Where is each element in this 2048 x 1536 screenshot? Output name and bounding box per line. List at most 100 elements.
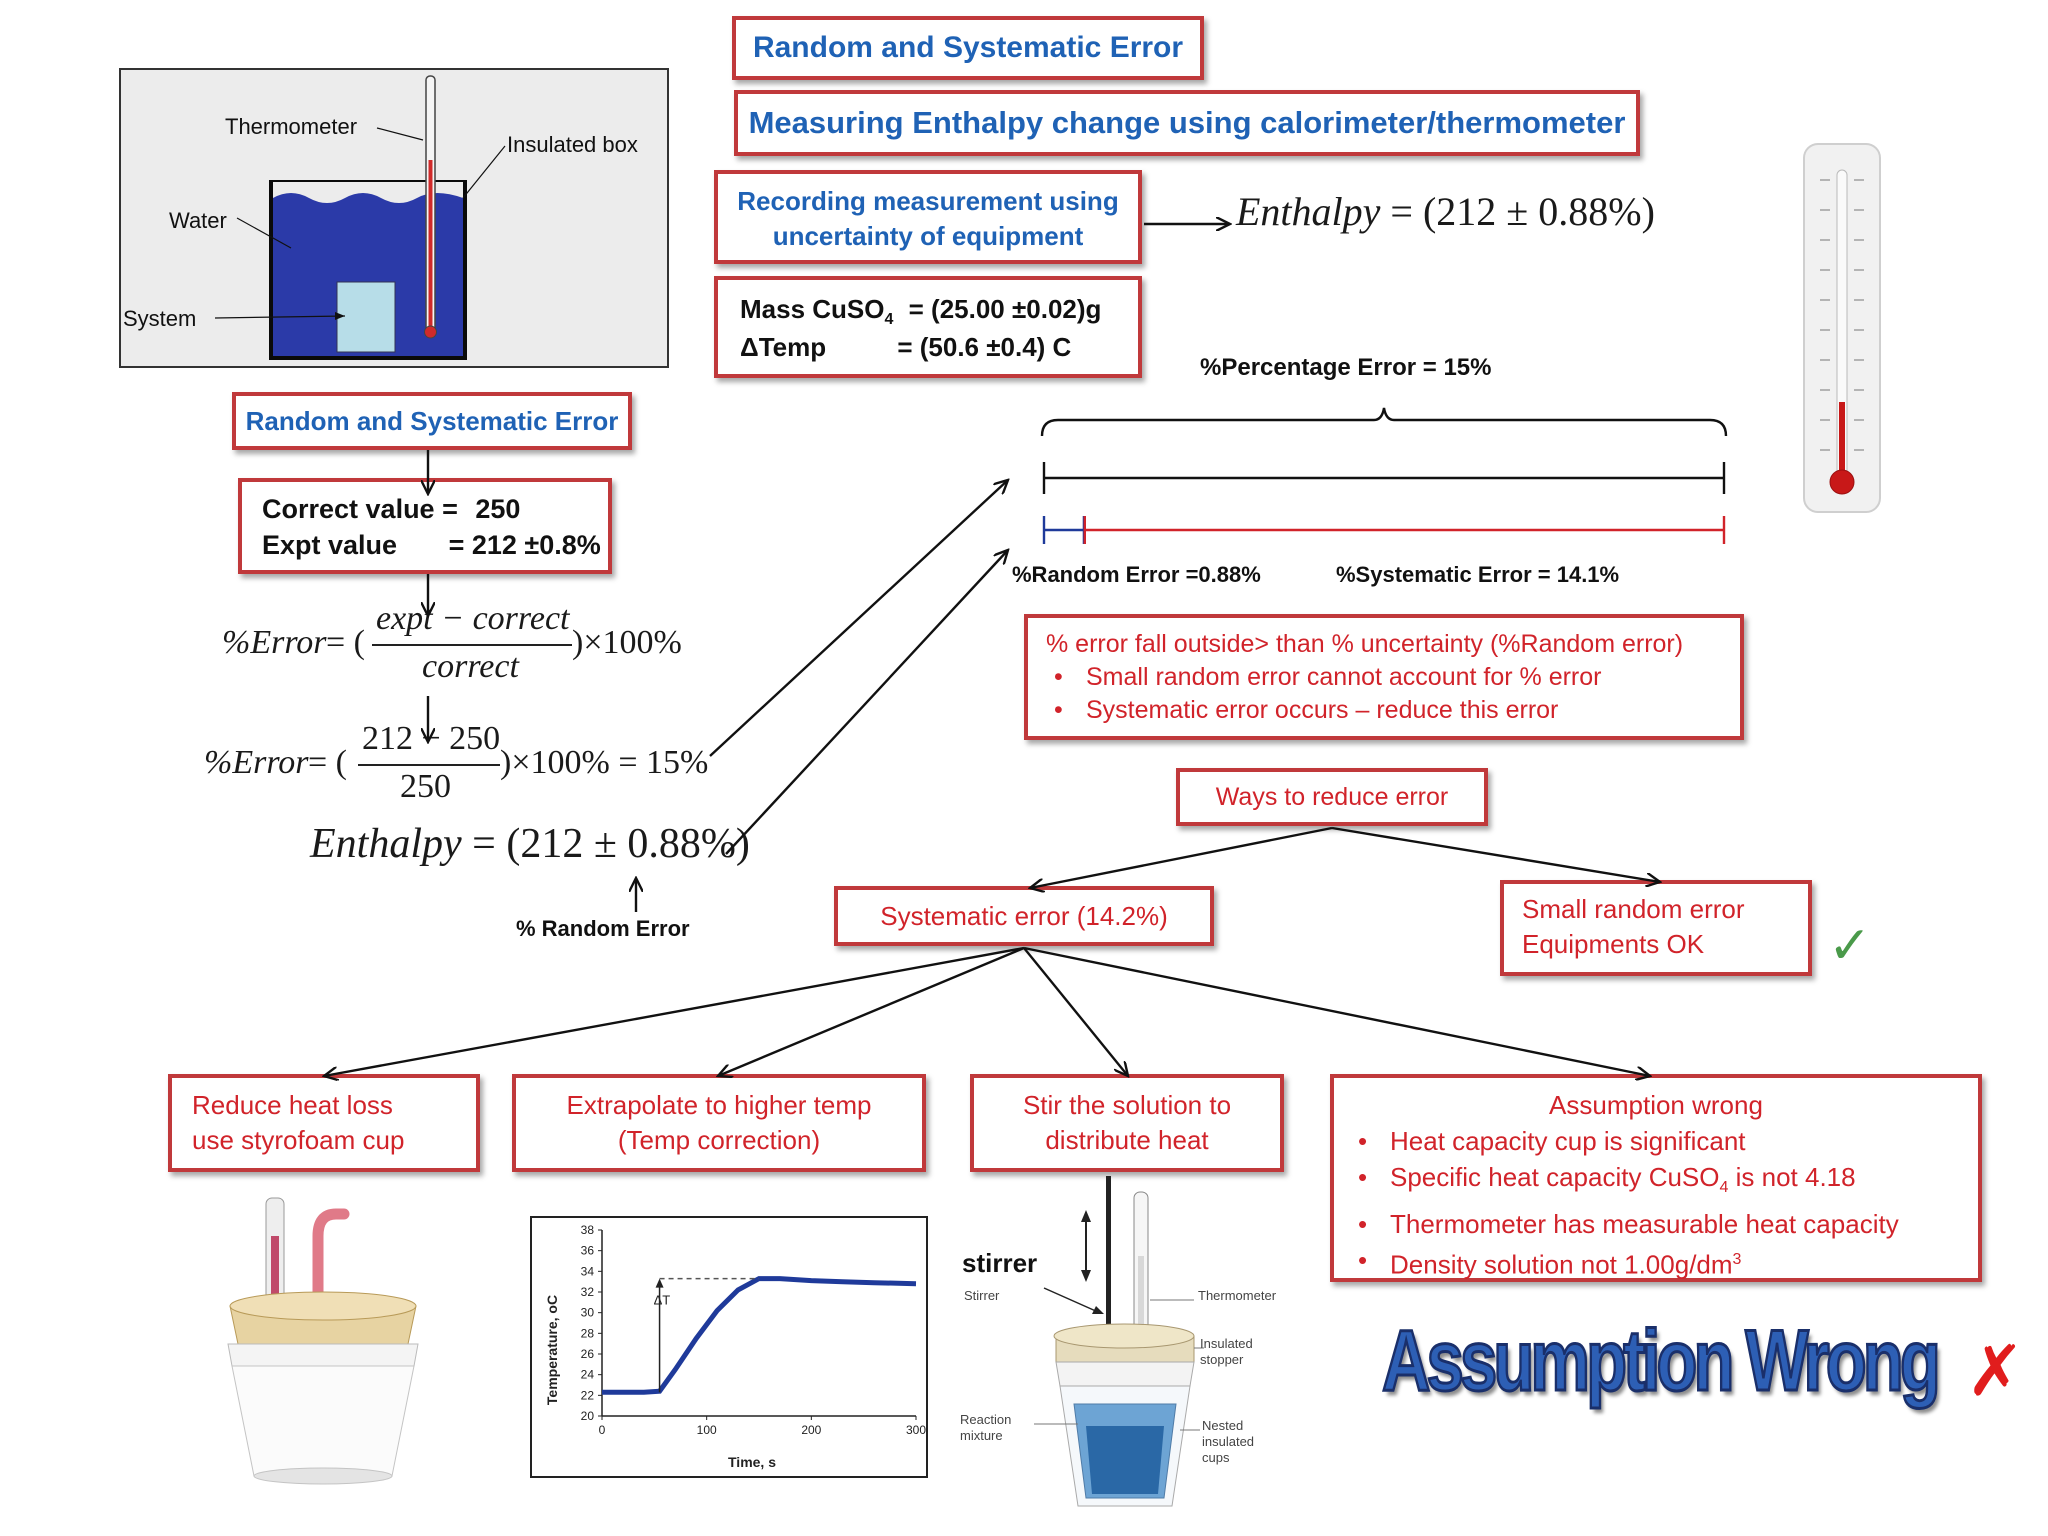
formula2-eq: = (: [308, 744, 347, 781]
ways-label: Ways to reduce error: [1215, 783, 1449, 811]
arrow-percent-error-to-bar: [709, 480, 1008, 757]
water-surface: [273, 182, 463, 203]
formula2-tail: )×100% = 15%: [500, 744, 709, 781]
expt-label: Expt value: [262, 530, 398, 560]
y-tick-label: 28: [581, 1326, 595, 1340]
graph-x-label: Time, s: [728, 1454, 776, 1470]
cross-icon: ✗: [1966, 1332, 2025, 1410]
random-ok-line1: Small random error: [1522, 894, 1745, 924]
main-title: Random and Systematic Error: [752, 31, 1184, 64]
enthalpy-left-lhs: Enthalpy: [310, 821, 462, 867]
conclusion-box: % error fall outside> than % uncertainty…: [1024, 614, 1744, 740]
expt-row: Expt value = 212 ±0.8%: [262, 530, 601, 561]
assumption-wrong-banner: Assumption Wrong: [1381, 1312, 1942, 1411]
subtitle: Measuring Enthalpy change using calorime…: [748, 105, 1626, 140]
extrapolate-box: Extrapolate to higher temp (Temp correct…: [512, 1074, 926, 1172]
systematic-box: Systematic error (14.2%): [834, 886, 1214, 946]
y-tick-label: 20: [581, 1409, 595, 1423]
stir-line2: distribute heat: [1045, 1125, 1209, 1155]
arrow-enthalpy-to-bar: [725, 550, 1008, 855]
x-tick-label: 100: [697, 1423, 717, 1437]
arrow-ways-to-systematic: [1030, 826, 1333, 888]
label-water: Water: [169, 208, 227, 233]
expt-value: = 212 ±0.8%: [448, 530, 601, 560]
formula2-fraction-bar: [358, 764, 500, 766]
left-title-box: Random and Systematic Error: [232, 392, 632, 450]
y-tick-label: 32: [581, 1285, 595, 1299]
arrow-to-stir: [1023, 947, 1128, 1076]
stir-box: Stir the solution to distribute heat: [970, 1074, 1284, 1172]
assumption-heading: Assumption wrong: [1549, 1090, 1763, 1120]
x-tick-label: 300: [906, 1423, 926, 1437]
mass-value: = (25.00 ±0.02)g: [908, 294, 1102, 324]
recording-line1: Recording measurement using: [737, 186, 1119, 216]
correct-value: 250: [475, 494, 521, 524]
enthalpy-top: Enthalpy = (212 ± 0.88%): [1236, 188, 1655, 235]
thermometer-mercury: [428, 160, 433, 328]
assumption-bullet: Thermometer has measurable heat capacity: [1350, 1206, 1978, 1242]
formula1-lhs: %Error: [222, 624, 327, 661]
extrapolate-line2: (Temp correction): [617, 1125, 821, 1155]
nested-cups-label-1: Nested: [1202, 1418, 1244, 1433]
thermometer-small-label: Thermometer: [1198, 1288, 1277, 1303]
formula1-numerator: expt − correct: [376, 600, 570, 637]
formula1-fraction-bar: [372, 644, 572, 646]
reaction-mixture-label-1: Reaction: [960, 1412, 1012, 1427]
stirrer-calorimeter-picture: stirrer Stirrer Thermometer Insulated st…: [958, 1176, 1320, 1528]
percentage-error-brace: [1040, 407, 1728, 437]
delta-t-arrow-head: [655, 1278, 664, 1288]
assumption-bullet: Specific heat capacity CuSO4 is not 4.18: [1350, 1159, 1978, 1206]
formula2-lhs: %Error: [204, 744, 309, 781]
conclusion-list: Small random error cannot account for % …: [1046, 663, 1740, 725]
temp-value: = (50.6 ±0.4) C: [897, 332, 1072, 362]
reaction-mixture-label-2: mixture: [960, 1428, 1003, 1443]
measurements-box: Mass CuSO4 = (25.00 ±0.02)g ΔTemp = (50.…: [714, 276, 1142, 378]
y-tick-label: 30: [581, 1306, 595, 1320]
system-block: [336, 281, 396, 353]
ways-box: Ways to reduce error: [1176, 768, 1488, 826]
y-tick-label: 34: [581, 1264, 595, 1278]
styrofoam-cup-illustration: [227, 1197, 419, 1485]
graph-y-label: Temperature, oC: [544, 1294, 560, 1406]
arrow-ways-to-random: [1331, 826, 1660, 882]
nested-cups-label-3: cups: [1202, 1450, 1230, 1465]
left-title: Random and Systematic Error: [245, 406, 619, 436]
styrofoam-cup-picture: [218, 1196, 428, 1486]
y-tick-label: 26: [581, 1347, 595, 1361]
assumption-bullet: Density solution not 1.00g/dm3: [1350, 1242, 1978, 1283]
insulated-stopper-label-1: Insulated: [1200, 1336, 1253, 1351]
systematic-error-bar-label: %Systematic Error = 14.1%: [1336, 562, 1620, 587]
calorimeter-illustration: [214, 75, 506, 360]
thermometer-illustration: [1803, 143, 1881, 513]
x-tick-label: 0: [599, 1423, 606, 1437]
systematic-label: Systematic error (14.2%): [880, 901, 1168, 931]
y-tick-label: 36: [581, 1244, 595, 1258]
percentage-error-label: %Percentage Error = 15%: [1200, 354, 1492, 381]
enthalpy-top-rhs: = (212 ± 0.88%): [1380, 189, 1655, 234]
conclusion-heading: % error fall outside> than % uncertainty…: [1046, 630, 1684, 658]
conclusion-bullet: Small random error cannot account for % …: [1046, 663, 1740, 692]
stirrer-big-label: stirrer: [962, 1248, 1038, 1278]
enthalpy-left-rhs: = (212 ± 0.88%): [461, 821, 750, 867]
formula1-tail: )×100%: [572, 624, 682, 661]
random-ok-line2: Equipments OK: [1522, 929, 1705, 959]
random-ok-box: Small random error Equipments OK: [1500, 880, 1812, 976]
temperature-series-line: [602, 1276, 917, 1395]
x-tick-label: 200: [801, 1423, 821, 1437]
main-title-box: Random and Systematic Error: [732, 16, 1204, 80]
arrow-to-heat-loss: [324, 946, 1025, 1076]
stirrer-small-label: Stirrer: [964, 1288, 1000, 1303]
temp-label: ΔTemp: [740, 332, 827, 362]
label-thermometer: Thermometer: [225, 114, 358, 139]
values-box: Correct value = 250 Expt value = 212 ±0.…: [238, 478, 612, 574]
insulated-stopper-label-2: stopper: [1200, 1352, 1244, 1367]
nested-cups-label-2: insulated: [1202, 1434, 1255, 1449]
check-icon: ✓: [1828, 917, 1872, 975]
arrow-to-extrapolate: [718, 946, 1025, 1076]
extrapolate-line1: Extrapolate to higher temp: [566, 1090, 872, 1120]
mass-subscript: 4: [884, 311, 894, 329]
formula2-denominator: 250: [400, 768, 451, 805]
enthalpy-left: Enthalpy = (212 ± 0.88%): [310, 820, 750, 868]
